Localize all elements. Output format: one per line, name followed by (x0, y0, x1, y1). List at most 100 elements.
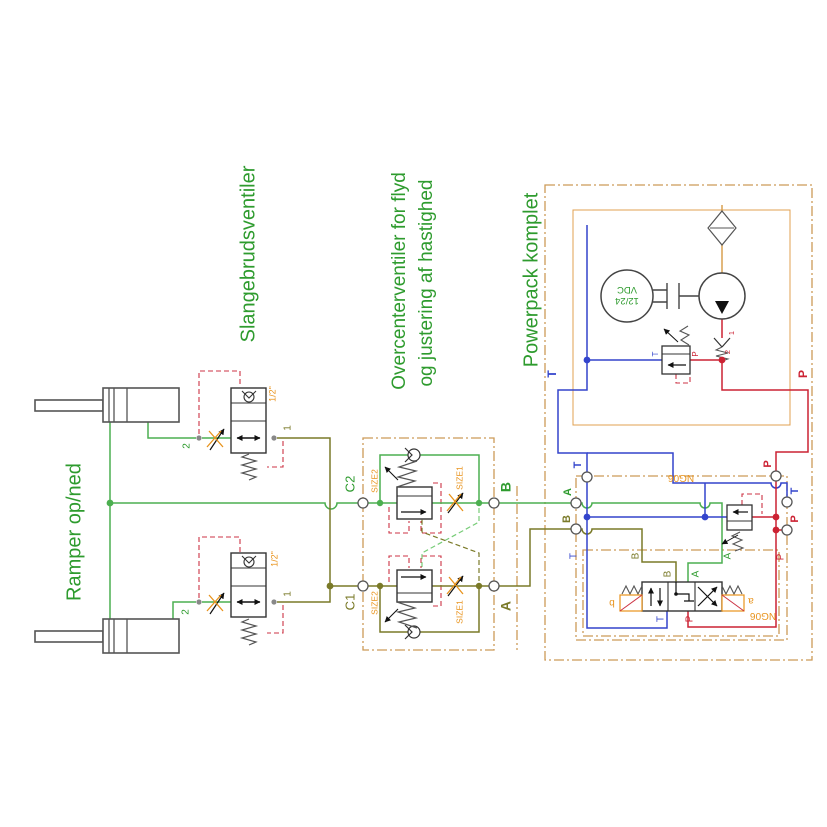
hose-valve-top-pilot2 (267, 441, 284, 468)
bypass-check-icon (407, 448, 421, 462)
overcenter-top-bypass (379, 454, 480, 503)
label-b-manifold: B (561, 515, 573, 523)
pilot-lines-red (198, 370, 763, 634)
powerpack-box (544, 184, 813, 661)
label-port2-top: 2 (182, 443, 193, 449)
label-solenoid-b: b (609, 597, 615, 608)
port-c2 (357, 497, 369, 509)
piston (108, 388, 128, 422)
hose-valve-top (206, 387, 267, 481)
label-ng06-valve: NG06 (750, 610, 777, 621)
hose-valve-bottom-pilot2 (267, 605, 284, 634)
label-p-sub: P (776, 553, 787, 560)
overcenter-valve-top (384, 447, 464, 520)
label-p-right: P (789, 515, 801, 522)
motor-voltage-label: 12/24 VDC (615, 284, 639, 306)
p-supply (721, 358, 809, 471)
spring (395, 601, 419, 629)
right-port-t (781, 496, 793, 508)
check-valve-icon (243, 556, 255, 568)
label-ng06-manifold: NG06 (668, 472, 695, 483)
bypass-check-icon (407, 625, 421, 639)
label-half-inch-bottom: 1/2" (269, 551, 279, 567)
overcenter-top-pilot-right (420, 482, 442, 534)
blue-circuit (557, 225, 788, 629)
manifold-b-line (581, 528, 677, 582)
spring-adjust-arrow (384, 466, 399, 481)
directional-valve (619, 581, 745, 612)
throttle-icon (206, 430, 224, 448)
cylinder-bottom (34, 618, 180, 654)
voltage-line1: 12/24 (615, 295, 639, 306)
heading-powerpack: Powerpack komplet (520, 192, 542, 367)
relief-spring (730, 531, 745, 552)
label-size2-bottom: SIZE2 (369, 591, 379, 615)
spring (239, 453, 259, 481)
label-a-manifold: A (562, 488, 574, 496)
label-p-main: P (796, 370, 810, 378)
overcenter-bottom-pilot-right (420, 555, 442, 607)
label-c2: C2 (342, 476, 357, 493)
relief-valve-main (661, 345, 691, 375)
piston-rod (34, 399, 104, 412)
manifold-box (575, 475, 788, 641)
hose-valve-top-out (277, 437, 331, 586)
hose-valve-bottom-out (277, 586, 331, 603)
piston-rod (34, 630, 104, 643)
throttle-icon (446, 493, 464, 512)
piston (108, 619, 128, 653)
spring (395, 460, 419, 488)
label-size1-top: SIZE1 (454, 466, 464, 490)
spring-right (721, 584, 743, 596)
a-to-manifold-b (499, 528, 571, 587)
powerunit-box (572, 209, 791, 426)
valve-body (641, 581, 723, 612)
relief-spring (678, 325, 691, 346)
overcenter-box (362, 437, 495, 651)
valve-body (396, 569, 433, 603)
label-a: A (498, 601, 514, 611)
label-p-relief: P (691, 351, 700, 356)
label-t-port-top: T (572, 461, 584, 468)
relief-main-pilot (675, 374, 691, 384)
label-p-valve: P (685, 615, 696, 622)
junction-dots (106, 356, 780, 605)
relief-valve-manifold (721, 504, 753, 552)
label-size2-top: SIZE2 (369, 469, 379, 493)
check-valve-spring (714, 346, 730, 362)
motor-icon (600, 269, 654, 323)
cylinder-bottom-port-line (172, 601, 196, 619)
relief-adjust-arrow (663, 328, 679, 343)
label-t-main: T (545, 370, 559, 378)
manifold-port-a (570, 497, 582, 509)
throttle-arrow (447, 575, 464, 597)
port-a (488, 580, 500, 592)
label-c1: C1 (342, 594, 357, 611)
port-b (488, 497, 500, 509)
label-port1-bottom: 1 (283, 591, 294, 597)
heading-overcenter-2: og justering af hastighed (416, 179, 437, 386)
heading-overcenter-1: Overcenterventiler for flyd (389, 172, 410, 390)
label-b-sub: B (631, 552, 642, 559)
pump-flow-triangle (715, 301, 729, 314)
t-return-valve (586, 482, 668, 629)
coupling-icon (653, 283, 699, 309)
label-check-1: 1 (727, 331, 736, 335)
throttle-icon (446, 576, 464, 595)
overcenter-bottom-pilot-left (388, 555, 410, 582)
label-b-valve: B (663, 570, 674, 577)
hose-valve-bottom (206, 552, 267, 646)
overcenter-bottom-bypass (379, 586, 480, 633)
overcenter-top-pilot-left (388, 507, 410, 534)
red-circuit (687, 319, 809, 628)
label-a-sub: A (723, 552, 734, 559)
label-port1-top: 1 (283, 425, 294, 431)
olive-circuit (277, 437, 677, 633)
pilot-cross-olive (421, 518, 480, 581)
right-port-p (781, 524, 793, 536)
label-size1-bottom: SIZE1 (454, 600, 464, 624)
cylinder-top-port-line (147, 422, 196, 439)
hose-valve-bottom-pilot (198, 536, 241, 598)
